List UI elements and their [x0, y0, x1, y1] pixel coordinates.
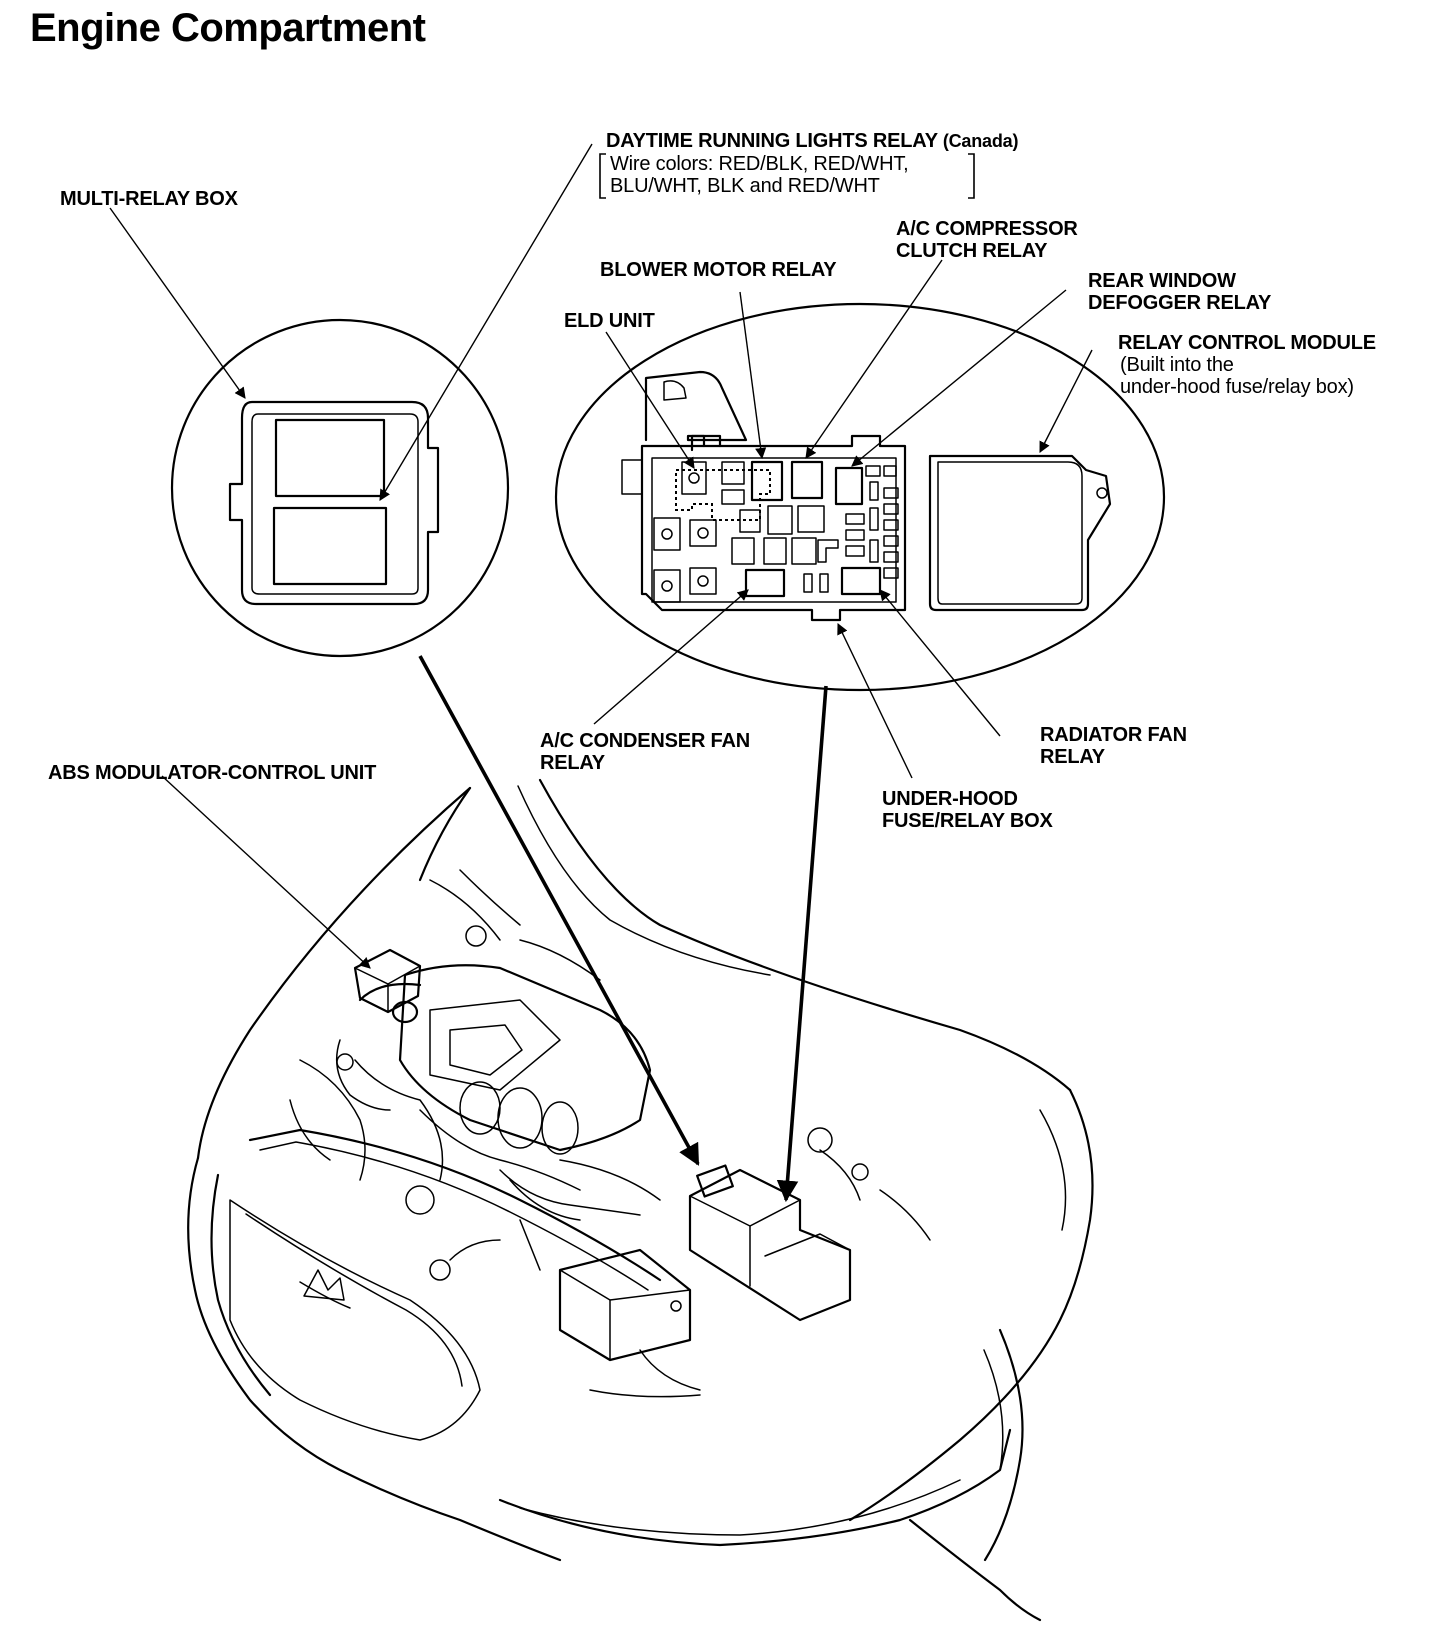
ac-compressor-clutch-relay-label-line1: A/C COMPRESSOR: [896, 218, 1078, 240]
drl-wire-colors-line1: Wire colors: RED/BLK, RED/WHT,: [610, 153, 909, 175]
relay-control-module-label: RELAY CONTROL MODULE: [1118, 332, 1376, 354]
rear-window-defogger-relay-label-line2: DEFOGGER RELAY: [1088, 292, 1272, 314]
drl-wire-colors-line2: BLU/WHT, BLK and RED/WHT: [610, 175, 880, 197]
relay-control-module-note-line2: under-hood fuse/relay box): [1120, 376, 1354, 398]
under-hood-fuse-relay-box-label-line1: UNDER-HOOD: [882, 788, 1018, 810]
engine-compartment-illustration: [187, 778, 1094, 1622]
ac-condenser-fan-relay-label-line2: RELAY: [540, 752, 605, 774]
under-hood-fuse-box-icon: [554, 302, 1166, 692]
drl-relay-region: (Canada): [942, 131, 1019, 151]
multi-relay-box-label: MULTI-RELAY BOX: [60, 188, 238, 210]
rear-window-defogger-relay-label-line1: REAR WINDOW: [1088, 270, 1236, 292]
page-title: Engine Compartment: [30, 6, 426, 50]
abs-modulator-control-unit-label: ABS MODULATOR-CONTROL UNIT: [48, 762, 377, 784]
under-hood-fuse-relay-box-label-line2: FUSE/RELAY BOX: [882, 810, 1053, 832]
blower-motor-relay-label: BLOWER MOTOR RELAY: [600, 259, 837, 281]
drl-relay-name: DAYTIME RUNNING LIGHTS RELAY: [606, 130, 938, 152]
relay-control-module-note-line1: (Built into the: [1120, 354, 1234, 376]
ac-compressor-clutch-relay-label-line2: CLUTCH RELAY: [896, 240, 1048, 262]
ac-condenser-fan-relay-label-line1: A/C CONDENSER FAN: [540, 730, 750, 752]
drl-relay-label: DAYTIME RUNNING LIGHTS RELAY (Canada): [606, 130, 1018, 152]
multi-relay-box-icon: [170, 318, 510, 658]
drl-wire-bracket: [599, 153, 975, 199]
eld-unit-label: ELD UNIT: [564, 310, 655, 332]
radiator-fan-relay-label-line2: RELAY: [1040, 746, 1105, 768]
radiator-fan-relay-label-line1: RADIATOR FAN: [1040, 724, 1187, 746]
leader-lines: [109, 143, 1093, 1203]
